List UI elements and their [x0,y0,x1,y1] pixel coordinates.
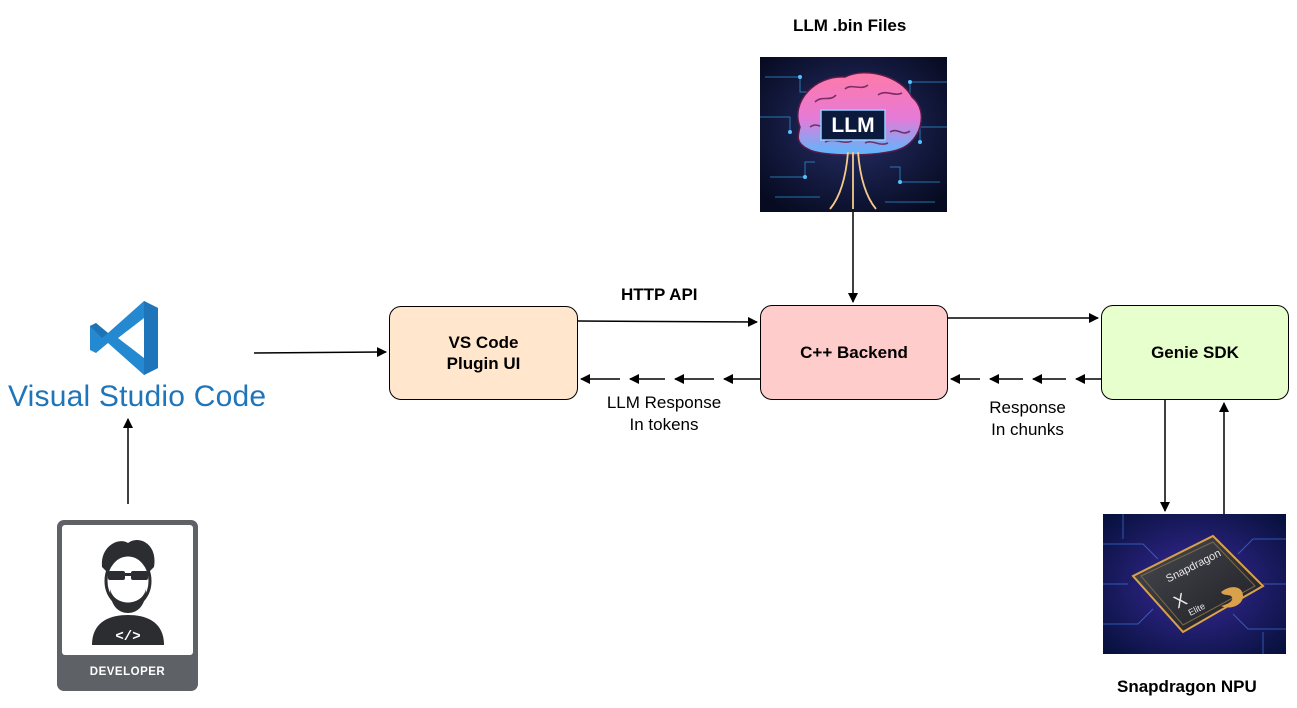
llm-brain-image: LLM [760,57,947,212]
llm-files-title: LLM .bin Files [793,16,907,35]
llm-image-label: LLM [831,114,874,137]
chip-icon: Snapdragon X Elite [1103,514,1286,654]
svg-text:</>: </> [115,629,140,645]
http-api-label: HTTP API [621,285,698,304]
developer-avatar: </> [62,525,193,655]
vscode-plugin-box: VS Code Plugin UI [389,306,578,400]
developer-badge: </> DEVELOPER [57,520,198,691]
vscode-logo-text: Visual Studio Code [8,380,267,413]
snapdragon-chip-image: Snapdragon X Elite [1103,514,1286,654]
genie-sdk-box: Genie SDK [1101,305,1289,400]
brain-icon: LLM [760,57,947,212]
vscode-logo-icon [86,298,166,378]
response-chunks-label: Response In chunks [989,398,1066,439]
arrow-plugin-to-backend [577,316,758,327]
developer-icon: </> [92,540,164,645]
llm-response-label: LLM Response In tokens [606,393,722,434]
snapdragon-npu-title: Snapdragon NPU [1117,677,1257,696]
arrow-vscode-to-plugin [253,347,387,358]
developer-badge-label: DEVELOPER [89,666,166,678]
cpp-backend-box: C++ Backend [760,305,948,400]
